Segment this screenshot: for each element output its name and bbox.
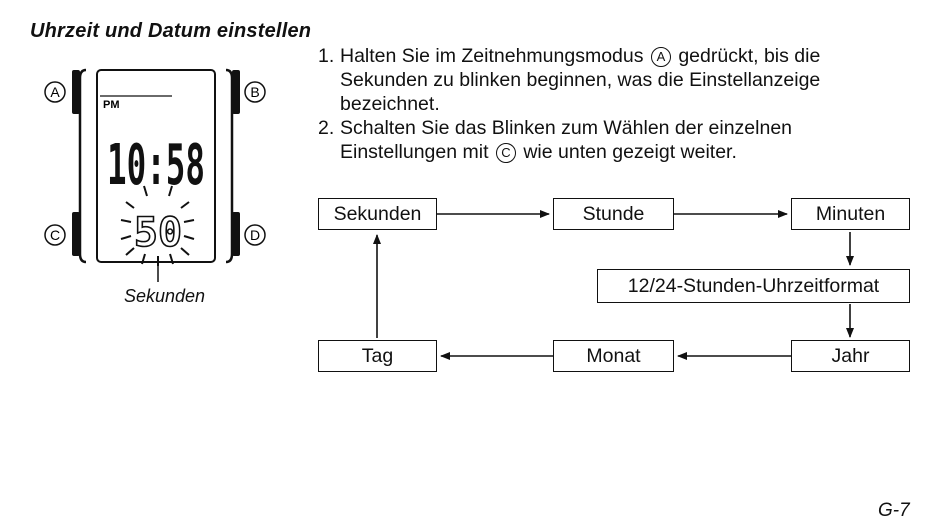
flow-box-tag: Tag (318, 340, 437, 372)
watch-display-frame (96, 69, 216, 263)
svg-text:B: B (250, 84, 259, 100)
watch-button-b (232, 70, 240, 114)
svg-text:D: D (250, 227, 260, 243)
time-display: 10:58 (107, 133, 205, 198)
step-2-text-a: Einstellungen mit (340, 141, 489, 163)
flow-box-jahr: Jahr (791, 340, 910, 372)
step-2-number: 2. (318, 117, 335, 139)
button-c-symbol: C (495, 143, 516, 163)
step-2: 2. Schalten Sie das Blinken zum Wählen d… (318, 116, 938, 164)
step-2-text-b: wie unten gezeigt weiter. (523, 141, 737, 163)
step-1-text-a: Halten Sie im Zeitnehmungsmodus (340, 45, 644, 67)
watch-button-c (72, 212, 80, 256)
step-2-line-2: Einstellungen mit C wie unten gezeigt we… (340, 140, 938, 164)
label-b: B (244, 81, 266, 103)
step-1-number: 1. (318, 45, 335, 67)
svg-text:A: A (50, 84, 60, 100)
watch-case-left (78, 68, 87, 264)
flow-box-monat: Monat (553, 340, 674, 372)
label-a: A (44, 81, 66, 103)
label-c: C (44, 224, 66, 246)
page-number: G-7 (878, 500, 910, 521)
watch-button-d (232, 212, 240, 256)
step-1-line-3: bezeichnet. (340, 93, 440, 115)
flow-box-format: 12/24-Stunden-Uhrzeitformat (597, 269, 910, 303)
watch-illustration: A B C D PM 10:58 50 (44, 68, 266, 282)
watch-button-a (72, 70, 80, 114)
section-title: Uhrzeit und Datum einstellen (30, 20, 312, 42)
watch-case-right (225, 68, 234, 264)
step-1: 1. Halten Sie im Zeitnehmungsmodus A ged… (318, 44, 938, 116)
flow-box-stunde: Stunde (553, 198, 674, 230)
seconds-caption: Sekunden (124, 286, 206, 306)
pm-indicator: PM (103, 99, 120, 111)
step-1-text-b: gedrückt, bis die (678, 45, 821, 67)
step-2-line-1: Schalten Sie das Blinken zum Wählen der … (340, 117, 793, 139)
step-1-line-1: Halten Sie im Zeitnehmungsmodus A gedrüc… (340, 44, 938, 68)
svg-text:C: C (50, 227, 60, 243)
label-d: D (244, 224, 266, 246)
seconds-display: 50 (134, 210, 182, 256)
flow-box-minuten: Minuten (791, 198, 910, 230)
step-1-line-2: Sekunden zu blinken beginnen, was die Ei… (340, 69, 821, 91)
button-a-symbol: A (650, 47, 671, 67)
flow-box-sekunden: Sekunden (318, 198, 437, 230)
instruction-steps: 1. Halten Sie im Zeitnehmungsmodus A ged… (318, 44, 938, 164)
